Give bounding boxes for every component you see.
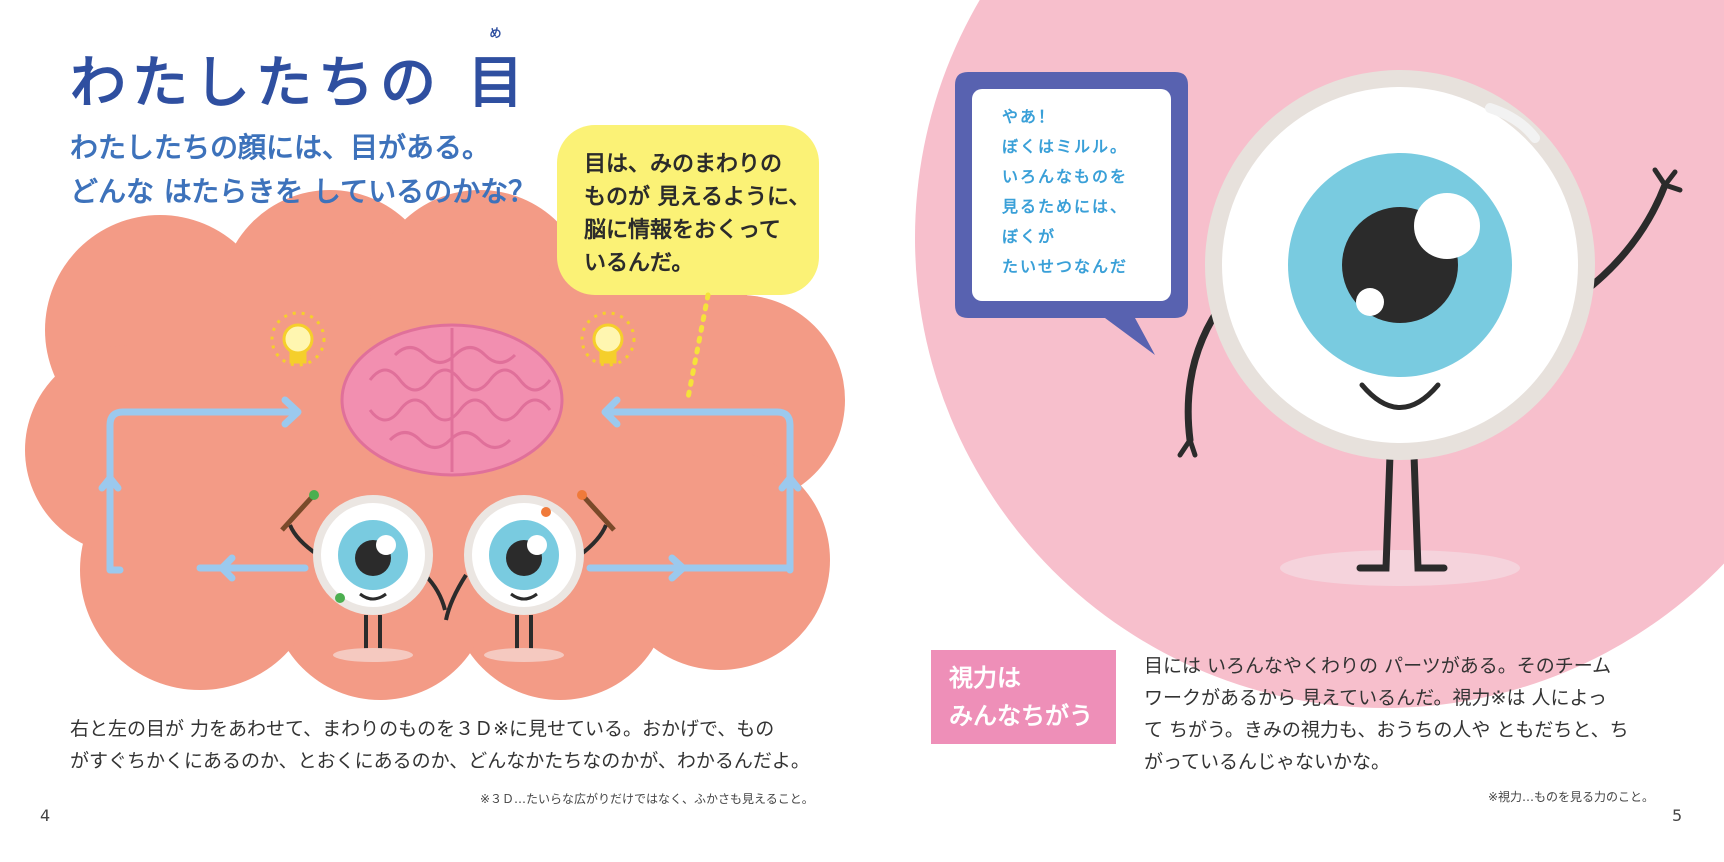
brain-bubble-text: 目は、みのまわりの ものが 見えるように、 脳に情報をおくって いるんだ。	[584, 148, 810, 280]
page-title-kanji: め 目	[467, 26, 530, 119]
body-line: がすぐちかくにあるのか、とおくにあるのか、どんなかたちなのかが、わかるんだよ。	[70, 750, 810, 772]
bubble-line: ものが 見えるように、	[584, 185, 811, 210]
speech-line: やあ！	[1002, 107, 1057, 126]
eyeball-character	[444, 490, 616, 662]
vision-label: 視力は みんなちがう	[931, 650, 1116, 744]
subtitle: わたしたちの顔には、目がある。 どんな はたらきを しているのかな？	[70, 126, 536, 214]
eyeball-character	[1177, 70, 1683, 586]
speech-line: ぼくはミルル。	[1002, 137, 1129, 156]
body-line: 目には いろんなやくわりの パーツがある。そのチーム	[1144, 655, 1612, 677]
bubble-line: いるんだ。	[584, 251, 694, 276]
eyeball-character	[280, 490, 447, 662]
brain-illustration	[340, 323, 564, 477]
page-title: わたしたちの め 目	[70, 26, 530, 119]
page-number-right: 5	[1672, 806, 1683, 825]
page-title-text: わたしたちの	[70, 51, 442, 116]
bubble-line: 脳に情報をおくって	[584, 218, 781, 243]
speech-line: 見るためには、	[1002, 197, 1129, 216]
bubble-line: 目は、みのまわりの	[584, 152, 783, 177]
left-body-text: 右と左の目が 力をあわせて、まわりのものを３Ｄ※に見せている。おかげで、もの が…	[70, 713, 810, 777]
label-line: みんなちがう	[949, 702, 1093, 730]
mirulu-speech-text: やあ！ ぼくはミルル。 いろんなものを 見るためには、 ぼくが たいせつなんだ	[1002, 102, 1128, 282]
speech-bubble	[955, 72, 1188, 355]
speech-line: いろんなものを	[1002, 167, 1129, 186]
speech-line: ぼくが	[1002, 227, 1057, 246]
yellow-speech-bubble	[557, 125, 819, 401]
title-kanji-text: 目	[467, 51, 530, 116]
subtitle-line: どんな はたらきを しているのかな？	[70, 175, 537, 208]
body-line: ワークがあるから 見えているんだ。視力※は 人によっ	[1144, 687, 1607, 709]
page-number-left: 4	[40, 806, 51, 825]
right-body-text: 目には いろんなやくわりの パーツがある。そのチーム ワークがあるから 見えてい…	[1144, 650, 1629, 778]
label-line: 視力は	[949, 664, 1021, 692]
title-ruby: め	[489, 26, 502, 40]
arrow-loop	[98, 396, 802, 582]
body-line: 右と左の目が 力をあわせて、まわりのものを３Ｄ※に見せている。おかげで、もの	[70, 718, 775, 740]
body-line: がっているんじゃないかな。	[1144, 751, 1391, 773]
lightbulb-icon	[580, 311, 636, 367]
lightbulb-icon	[270, 311, 326, 367]
subtitle-line: わたしたちの顔には、目がある。	[70, 131, 491, 164]
speech-line: たいせつなんだ	[1002, 257, 1129, 276]
left-footnote: ※３Ｄ…たいらな広がりだけではなく、ふかさも見えること。	[480, 792, 814, 806]
right-footnote: ※視力…ものを見る力のこと。	[1488, 790, 1655, 804]
body-line: て ちがう。きみの視力も、おうちの人や ともだちと、ち	[1144, 719, 1629, 741]
